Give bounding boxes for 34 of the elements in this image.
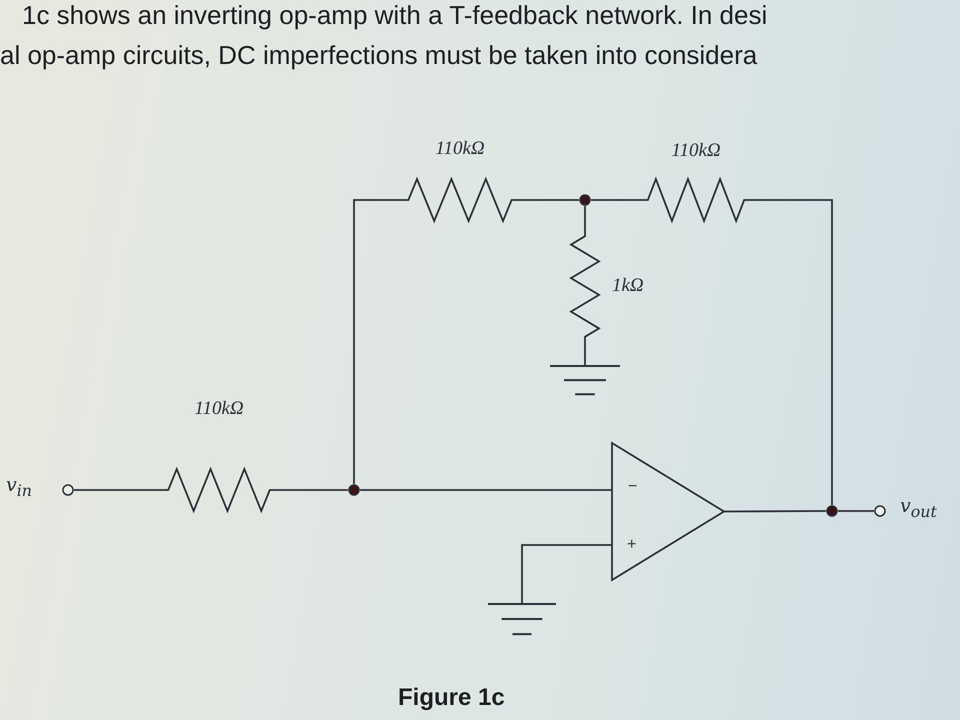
ground-symbol <box>488 603 556 637</box>
junction-dot <box>579 194 591 206</box>
terminal <box>874 505 886 517</box>
terminal <box>62 484 74 496</box>
junction-dot <box>826 505 838 517</box>
wire <box>838 510 874 512</box>
resistor <box>400 138 520 223</box>
wire <box>353 199 400 484</box>
body-text: 1c shows an inverting op-amp with a T-feedback network. In desi <box>22 0 768 31</box>
junction-dot <box>348 484 360 496</box>
resistance-value: 1kΩ <box>612 274 644 296</box>
input-sign: − <box>628 479 638 495</box>
wire <box>278 489 348 491</box>
wire <box>591 199 640 201</box>
resistance-value: 110kΩ <box>193 398 245 420</box>
input-sign: + <box>627 537 636 553</box>
resistance-value: 110kΩ <box>670 140 722 162</box>
figure-caption: Figure 1c <box>398 684 505 712</box>
wire <box>520 199 579 201</box>
wire <box>724 510 826 512</box>
resistance-value: 110kΩ <box>434 138 486 160</box>
ground-symbol <box>550 365 620 397</box>
body-text: al op-amp circuits, DC imperfections must be taken into considera <box>0 40 758 71</box>
wire <box>584 206 586 228</box>
op-amp-symbol <box>612 443 724 580</box>
resistor <box>640 140 752 223</box>
resistor <box>160 398 278 513</box>
terminal-label: v$_{out}$ <box>900 495 937 521</box>
wire <box>521 544 612 603</box>
wire <box>752 199 833 505</box>
wire <box>74 489 160 491</box>
terminal-label: v$_{in}$ <box>6 474 32 500</box>
wire <box>360 489 612 491</box>
wire <box>584 345 586 365</box>
